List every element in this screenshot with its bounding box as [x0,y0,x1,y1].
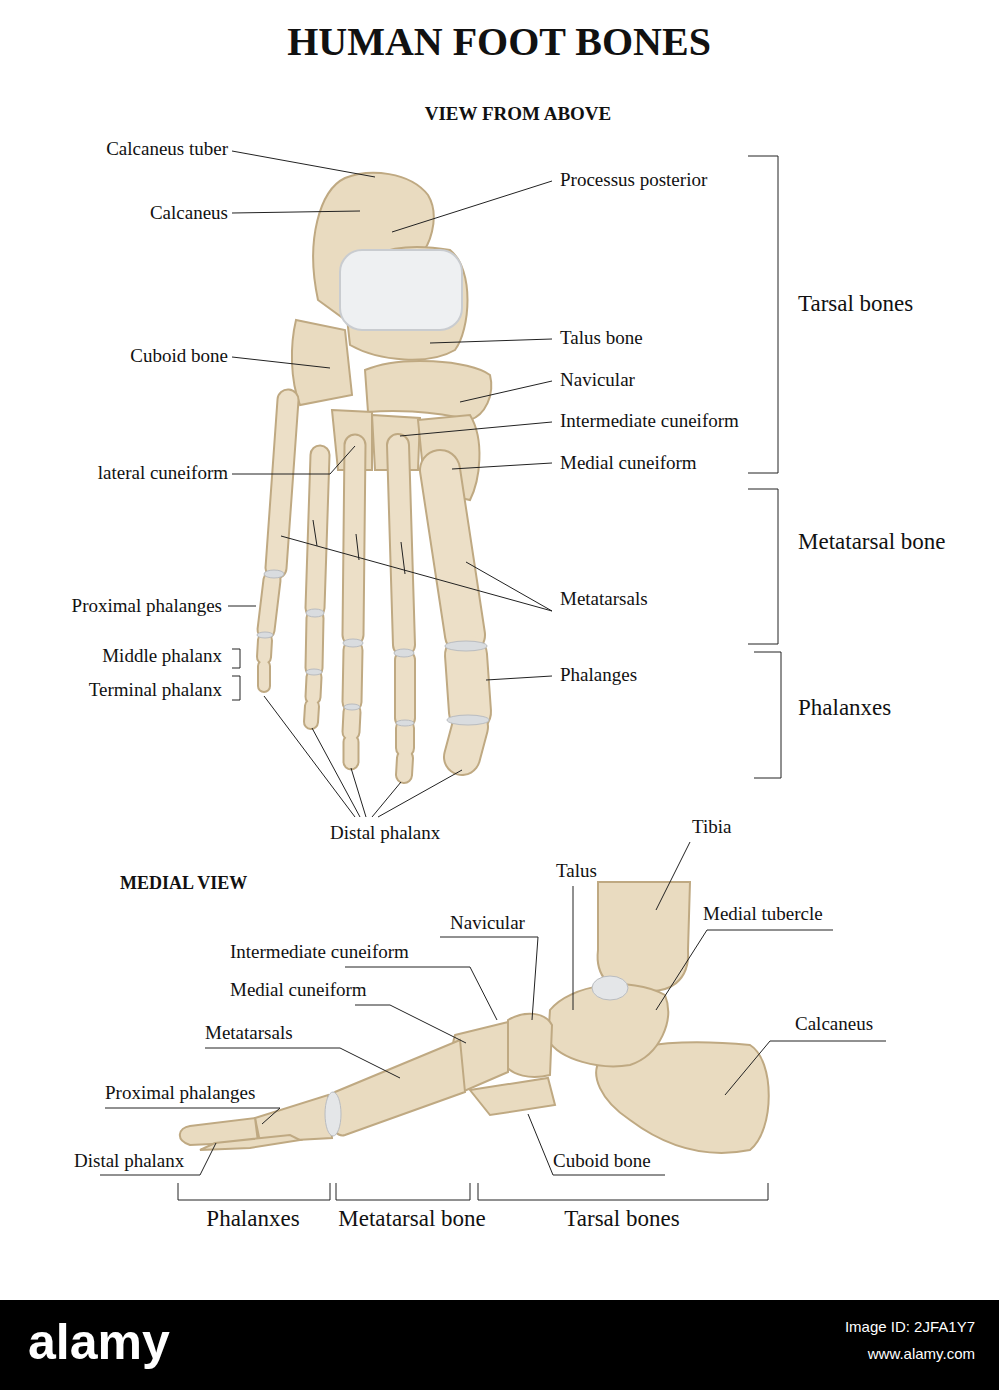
bone-label: Distal phalanx [330,822,440,845]
group-label: Phalanxes [798,694,891,722]
bone-label: Cuboid bone [130,345,228,368]
group-label: Tarsal bones [798,290,913,318]
title: HUMAN FOOT BONES [287,18,711,66]
watermark: Image ID: 2JFA1Y7 [845,1318,975,1336]
bone-label: Navicular [450,912,525,935]
bone-label: Intermediate cuneiform [230,941,409,964]
bone-label: Calcaneus [795,1013,873,1036]
bone-label: Processus posterior [560,169,707,192]
bone-label: Middle phalanx [102,645,222,668]
bone-label: Cuboid bone [553,1150,651,1173]
bone-label: Medial tubercle [703,903,823,926]
view-heading: VIEW FROM ABOVE [425,103,612,126]
bone-label: Metatarsals [560,588,648,611]
bone-label: Metatarsals [205,1022,293,1045]
bone-label: Talus bone [560,327,643,350]
bone-label: Proximal phalanges [105,1082,255,1105]
bone-label: Distal phalanx [74,1150,184,1173]
bone-label: Medial cuneiform [560,452,697,475]
view-heading: MEDIAL VIEW [120,873,247,895]
bone-label: lateral cuneiform [98,462,228,485]
watermark: alamy [28,1312,170,1372]
watermark: www.alamy.com [868,1345,975,1363]
bone-label: Terminal phalanx [89,679,222,702]
group-label: Tarsal bones [564,1205,679,1233]
bone-label: Navicular [560,369,635,392]
bone-label: Talus [556,860,597,883]
bone-label: Calcaneus tuber [106,138,228,161]
bone-label: Phalanges [560,664,637,687]
bone-label: Medial cuneiform [230,979,367,1002]
bone-label: Calcaneus [150,202,228,225]
bone-label: Intermediate cuneiform [560,410,739,433]
group-label: Metatarsal bone [338,1205,486,1233]
group-label: Phalanxes [206,1205,299,1233]
bone-label: Tibia [692,816,731,839]
bone-label: Proximal phalanges [72,595,222,618]
group-label: Metatarsal bone [798,528,946,556]
